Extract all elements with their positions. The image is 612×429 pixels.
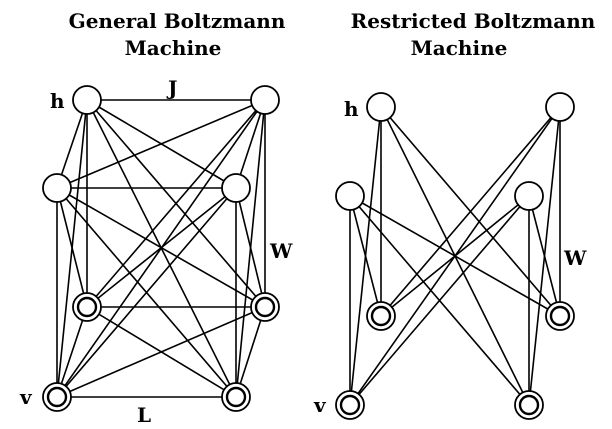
gbm-edge: [235, 187, 266, 308]
rbm-edge: [528, 195, 561, 317]
gbm-edge: [56, 187, 88, 308]
gbm-nodes: [42, 85, 280, 412]
gbm-edges: [56, 99, 266, 398]
rbm-nodes: [335, 92, 575, 420]
rbm-visible-node: [366, 301, 396, 331]
gbm-edge: [56, 187, 237, 398]
right-title-line2: Machine: [411, 36, 508, 60]
left-title-line1: General Boltzmann: [69, 9, 286, 33]
left-label-w: W: [269, 239, 293, 263]
left-label-v: v: [19, 385, 33, 409]
gbm-hidden-node: [42, 173, 72, 203]
gbm-hidden-node: [72, 85, 102, 115]
gbm-edge: [56, 306, 88, 398]
left-title-line2: Machine: [125, 36, 222, 60]
rbm-edge: [380, 195, 530, 317]
rbm-visible-node: [335, 390, 365, 420]
right-label-h: h: [344, 97, 359, 121]
left-label-h: h: [50, 89, 65, 113]
rbm-visible-node: [545, 301, 575, 331]
gbm-edge: [235, 99, 266, 189]
rbm-hidden-node: [545, 92, 575, 122]
gbm-hidden-node: [221, 173, 251, 203]
rbm-edge: [380, 106, 561, 317]
gbm-edge: [86, 99, 266, 308]
gbm-hidden-node: [250, 85, 280, 115]
gbm-visible-node: [72, 292, 102, 322]
gbm-visible-node: [221, 382, 251, 412]
rbm-visible-node: [514, 390, 544, 420]
right-title-line1: Restricted Boltzmann: [351, 9, 596, 33]
gbm-edge: [56, 99, 88, 189]
left-label-j: J: [166, 76, 177, 100]
rbm-hidden-node: [366, 92, 396, 122]
rbm-edges: [349, 106, 561, 406]
gbm-edge: [56, 306, 266, 398]
rbm-edge: [349, 195, 530, 406]
right-label-w: W: [563, 246, 587, 270]
gbm-edge: [56, 99, 266, 189]
gbm-edge: [86, 187, 237, 308]
left-label-l: L: [137, 403, 151, 427]
gbm-visible-node: [250, 292, 280, 322]
right-label-v: v: [313, 393, 327, 417]
rbm-hidden-node: [335, 181, 365, 211]
rbm-edge: [349, 195, 382, 317]
rbm-hidden-node: [514, 181, 544, 211]
gbm-edge: [235, 306, 266, 398]
gbm-visible-node: [42, 382, 72, 412]
